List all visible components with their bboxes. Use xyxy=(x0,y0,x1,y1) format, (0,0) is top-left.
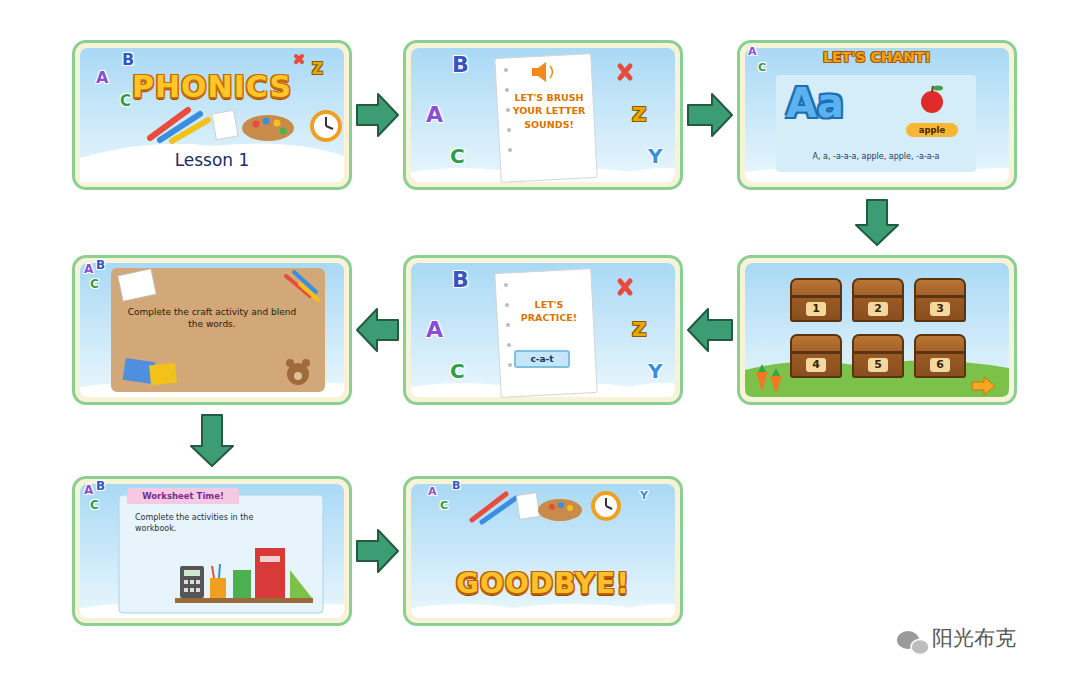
alphabet-letter: B xyxy=(96,480,105,492)
alphabet-letter: C xyxy=(90,278,99,290)
alphabet-letter: Z xyxy=(632,319,647,339)
alphabet-letter: B xyxy=(122,52,134,68)
flow-arrow xyxy=(191,415,233,466)
alphabet-letter: B xyxy=(452,480,460,491)
chest-number: 2 xyxy=(868,302,888,316)
alphabet-letter: C xyxy=(758,62,766,73)
slide-title: GOODBYE! xyxy=(406,565,680,603)
alphabet-letter: C xyxy=(90,499,99,511)
alphabet-letter: C xyxy=(450,146,465,166)
flow-arrow xyxy=(688,309,732,351)
slide-heading: LET'S PRACTICE! xyxy=(510,298,588,325)
wechat-icon xyxy=(897,631,929,655)
chant-card xyxy=(776,75,976,172)
alphabet-letter: C xyxy=(440,500,448,511)
treasure-chest: 4 xyxy=(790,334,842,378)
flow-arrow xyxy=(357,94,398,136)
slide-title: PHONICS xyxy=(75,67,349,106)
lesson-number: Lesson 1 xyxy=(75,149,349,171)
alphabet-letter: B xyxy=(452,269,469,291)
alphabet-letter: A xyxy=(426,104,443,126)
alphabet-letter: Z xyxy=(632,104,647,124)
chest-number: 4 xyxy=(806,358,826,372)
worksheet-panel xyxy=(119,495,323,613)
slide-card: PHONICS Lesson 1 xyxy=(72,40,352,190)
treasure-chest: 5 xyxy=(852,334,904,378)
alphabet-letter: A xyxy=(426,319,443,341)
chest-number: 6 xyxy=(930,358,950,372)
chest-number: 5 xyxy=(868,358,888,372)
alphabet-letter: A xyxy=(428,486,437,497)
flow-arrow xyxy=(357,309,398,351)
letter-pair: Aa xyxy=(786,79,876,127)
alphabet-letter: C xyxy=(120,94,131,109)
word-card: c-a-t xyxy=(514,350,570,368)
flow-arrow xyxy=(357,530,398,572)
word-text: c-a-t xyxy=(516,352,568,366)
chant-text: A, a, -a-a-a, apple, apple, -a-a-a xyxy=(778,151,974,162)
craft-table xyxy=(111,268,325,392)
alphabet-letter: B xyxy=(96,259,105,271)
tab-title: Worksheet Time! xyxy=(127,488,239,504)
chest-number: 1 xyxy=(806,302,826,316)
alphabet-letter: B xyxy=(452,54,469,76)
treasure-chest: 6 xyxy=(914,334,966,378)
slide-heading: LET'S CHANT! xyxy=(740,48,1014,66)
alphabet-letter: Y xyxy=(648,361,662,381)
slide-heading: LET'S BRUSH YOUR LETTER SOUNDS! xyxy=(510,91,588,131)
alphabet-letter: A xyxy=(96,70,108,86)
slide-card: 1 2 3 4 5 6 xyxy=(737,255,1017,405)
treasure-chest: 2 xyxy=(852,278,904,322)
alphabet-letter: Y xyxy=(640,490,648,501)
treasure-chest: 3 xyxy=(914,278,966,322)
watermark: 阳光布克 xyxy=(932,628,1016,649)
chest-number: 3 xyxy=(930,302,950,316)
art-supplies xyxy=(472,493,619,522)
alphabet-letter: A xyxy=(84,263,93,275)
alphabet-letter: A xyxy=(84,484,93,496)
slide-card: Complete the craft activity and blend th… xyxy=(72,255,352,405)
note-paper xyxy=(495,54,630,183)
alphabet-letter: Z xyxy=(312,62,323,77)
alphabet-letter: C xyxy=(450,361,465,381)
alphabet-letter: A xyxy=(748,46,757,57)
alphabet-letter: Y xyxy=(648,146,662,166)
slide-card: LET'S CHANT! Aa apple A, a, -a-a-a, apple, … xyxy=(737,40,1017,190)
flow-arrow xyxy=(856,200,898,245)
slide-card: Worksheet Time! Complete the activities i… xyxy=(72,476,352,626)
word-pill: apple xyxy=(906,123,958,137)
note-paper xyxy=(495,269,630,398)
instruction-text: Complete the activities in the workbook. xyxy=(135,513,259,535)
flow-arrow xyxy=(688,94,732,136)
instruction-text: Complete the craft activity and blend th… xyxy=(127,306,297,330)
treasure-chest: 1 xyxy=(790,278,842,322)
slide-backgrounds xyxy=(42,42,1057,657)
